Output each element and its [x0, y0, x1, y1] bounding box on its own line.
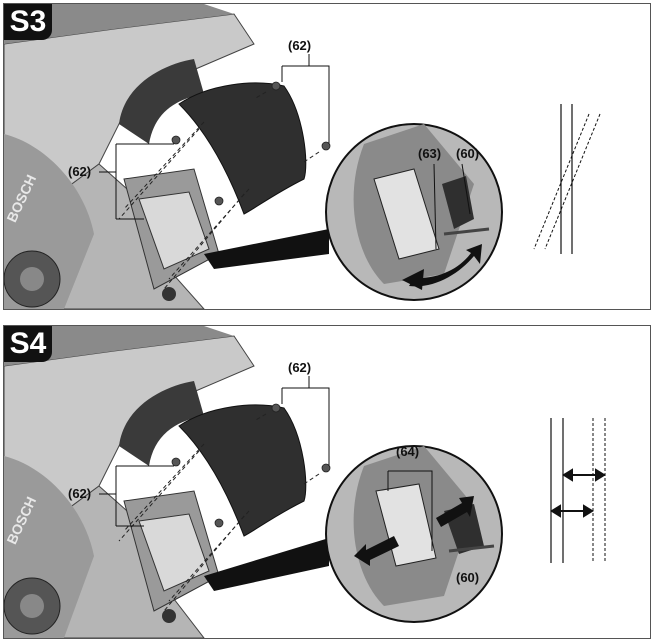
- callout-part-60: (60): [456, 570, 480, 585]
- callout-part-64: (64): [396, 444, 420, 459]
- step-badge: S3: [4, 4, 52, 40]
- saw-illustration: BOSCH: [4, 4, 601, 309]
- callout-part-60: (60): [456, 146, 480, 161]
- step-s3-panel: S3 BOSCH: [3, 3, 651, 310]
- step-s4-panel: S4 BOSCH: [3, 325, 651, 639]
- saw-illustration: BOSCH: [4, 326, 606, 638]
- callout-screws-left: (62): [68, 486, 92, 501]
- callout-screws-top: (62): [288, 38, 312, 53]
- callout-screws-left: (62): [68, 164, 92, 179]
- callout-screws-top: (62): [288, 360, 312, 375]
- step-badge: S4: [4, 326, 52, 362]
- callout-part-63: (63): [418, 146, 442, 161]
